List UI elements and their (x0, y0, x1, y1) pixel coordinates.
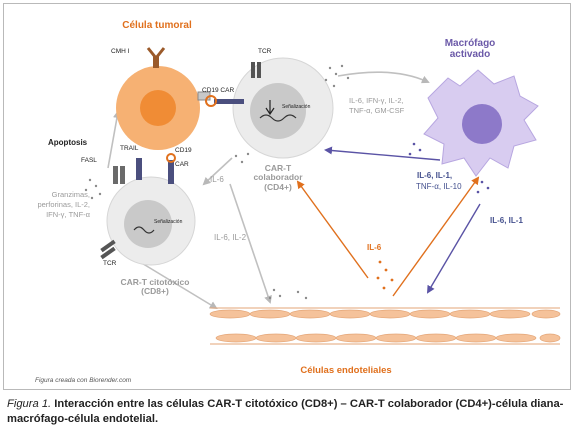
macrophage-cytokine-dots (408, 142, 490, 194)
trail-icon (136, 158, 142, 180)
cd4-cytokines-label: IL-6, IFN-γ, IL-2, TNF-α, GM-CSF (349, 96, 405, 115)
arrow-macrophage-to-endothelium (426, 203, 481, 294)
diagram-canvas (84, 47, 561, 345)
figure-frame: Célula tumoral Macrófago activado CMH I … (3, 3, 571, 390)
macrophage-cytokines-label: TNF-α, IL-10 (416, 182, 462, 191)
trail-label: TRAIL (120, 145, 139, 152)
mhc-label: CMH I (111, 48, 130, 55)
apoptosis-label: Apoptosis (48, 138, 88, 147)
arrow-cd4-to-endothelium (229, 183, 272, 304)
signal-cd8-label: Señalización (154, 219, 183, 225)
cytokine-dots (84, 64, 350, 300)
arrow-macrophage-to-cd4 (324, 146, 441, 161)
tcr-cd4-icon (251, 62, 261, 78)
tumor-cell (116, 47, 211, 150)
car-label: CAR (175, 161, 189, 168)
cd4-car-t-cell (205, 57, 334, 159)
endothelial-label: Células endoteliales (300, 365, 392, 376)
arrow-endothelium-to-cd4 (296, 180, 369, 279)
arrow-cd4-to-cd8 (202, 157, 233, 186)
tcr-cd4-label: TCR (258, 48, 272, 55)
tcr-cd8-icon (100, 239, 116, 260)
figure-caption: Figura 1. Interacción entre las células … (7, 397, 567, 427)
cd19-car-construct-icon (205, 95, 244, 107)
arrow-cd4-to-macrophage (337, 71, 430, 84)
il6-left-label: IL-6 (210, 175, 224, 184)
figure-caption-text: Interacción entre las células CAR-T cito… (7, 398, 564, 425)
il6-il2-label: IL-6, IL-2 (214, 233, 247, 242)
arrow-cd8-to-tumor (107, 110, 121, 169)
cd8-car-t-cell (100, 153, 196, 266)
signal-cd4-label: Señalización (282, 104, 311, 110)
credit-label: Figura creada con Biorender.com (35, 377, 132, 384)
activated-macrophage (423, 69, 539, 177)
il6-il1-right-label: IL-6, IL-1 (490, 216, 523, 225)
cd4-cell-label: CAR-T colaborador (CD4+) (253, 163, 303, 192)
figure-number: Figura 1. (7, 398, 52, 410)
il6-dots (376, 260, 394, 290)
arrow-endothelium-to-macrophage (392, 176, 480, 297)
fasl-label: FASL (81, 157, 97, 164)
fasl-icon (113, 166, 125, 184)
cd8-cell-label: CAR-T citotóxico (CD8+) (120, 277, 190, 297)
arrows (107, 71, 481, 310)
il6-center-label: IL-6 (367, 243, 382, 252)
cd8-cytokines-label: Granzimas, perforinas, IL-2, IFN-γ, TNF-… (37, 190, 90, 219)
macrophage-label: Macrófago activado (444, 38, 496, 60)
cd19-label: CD19 (175, 147, 192, 154)
arrow-cd8-to-endothelium (139, 261, 218, 310)
tcr-cd8-label: TCR (103, 260, 117, 267)
tumor-cell-label: Célula tumoral (122, 20, 192, 31)
endothelium-layer (209, 307, 561, 345)
car-icon (166, 153, 176, 184)
cd19-car-label: CD19 CAR (202, 87, 235, 94)
mhc-receptor-icon (146, 47, 166, 68)
macrophage-cytokines-bold-label: IL-6, IL-1, (417, 171, 453, 180)
